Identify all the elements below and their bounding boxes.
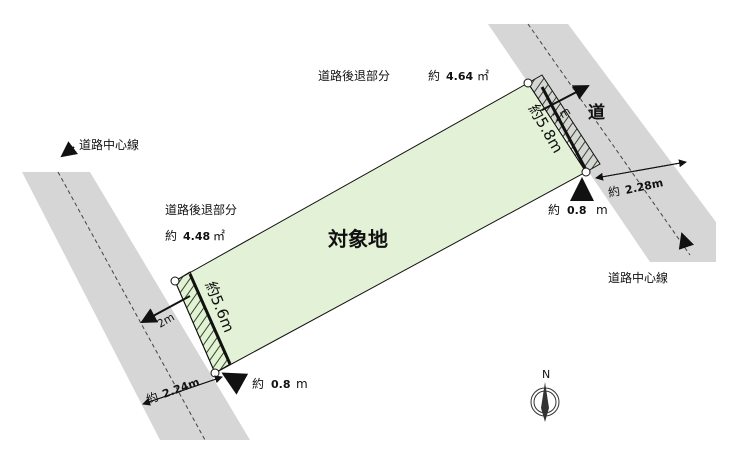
left-setback-area-unit: ㎡ [213,229,225,243]
right-setback-arrow [541,85,590,111]
site-label: 対象地 [327,227,388,251]
corner-point [581,167,591,177]
left-setback-label: 道路後退部分 [165,202,237,217]
left-centerline-pointer [60,141,78,158]
left-setback-area-prefix: 約 [165,228,177,243]
left-road [22,172,250,440]
left-setback-arrow [140,295,191,323]
right-offset-unit: m [596,203,608,217]
left-setback-area-value: 4.48 [183,230,210,243]
right-setback-area-value: 4.64 [446,70,473,83]
left-offset-unit: m [296,377,308,391]
left-frontage-line [188,273,232,365]
right-setback-label: 道路後退部分 [318,68,390,83]
left-offset-pointer [221,372,249,395]
right-road-centerline [527,23,691,256]
right-frontage-line [540,86,588,171]
corner-point [210,368,220,378]
right-width-dimension-back [595,161,687,181]
left-centerline-label: 道路中心線 [79,137,139,152]
right-offset-value: 0.8 [567,204,587,217]
right-width-prefix: 約 [607,183,622,200]
north-label: N [542,368,550,381]
right-centerline-label: 道路中心線 [608,270,668,285]
right-offset-prefix: 約 [548,202,560,217]
corner-point [523,78,533,88]
right-centerline-pointer [678,232,695,250]
left-width-dimension-back [142,376,223,406]
left-offset-value: 0.8 [271,378,291,391]
right-setback-hatch [527,74,601,173]
left-width-prefix: 約 [144,389,160,407]
left-road-centerline [57,171,206,441]
north-arrow-icon: N [530,368,560,422]
right-setback-area-unit: ㎡ [477,69,489,83]
corner-point [170,276,180,286]
right-road-label: 道 [588,102,605,123]
right-setback-area-prefix: 約 [428,68,440,83]
left-offset-prefix: 約 [252,376,264,391]
